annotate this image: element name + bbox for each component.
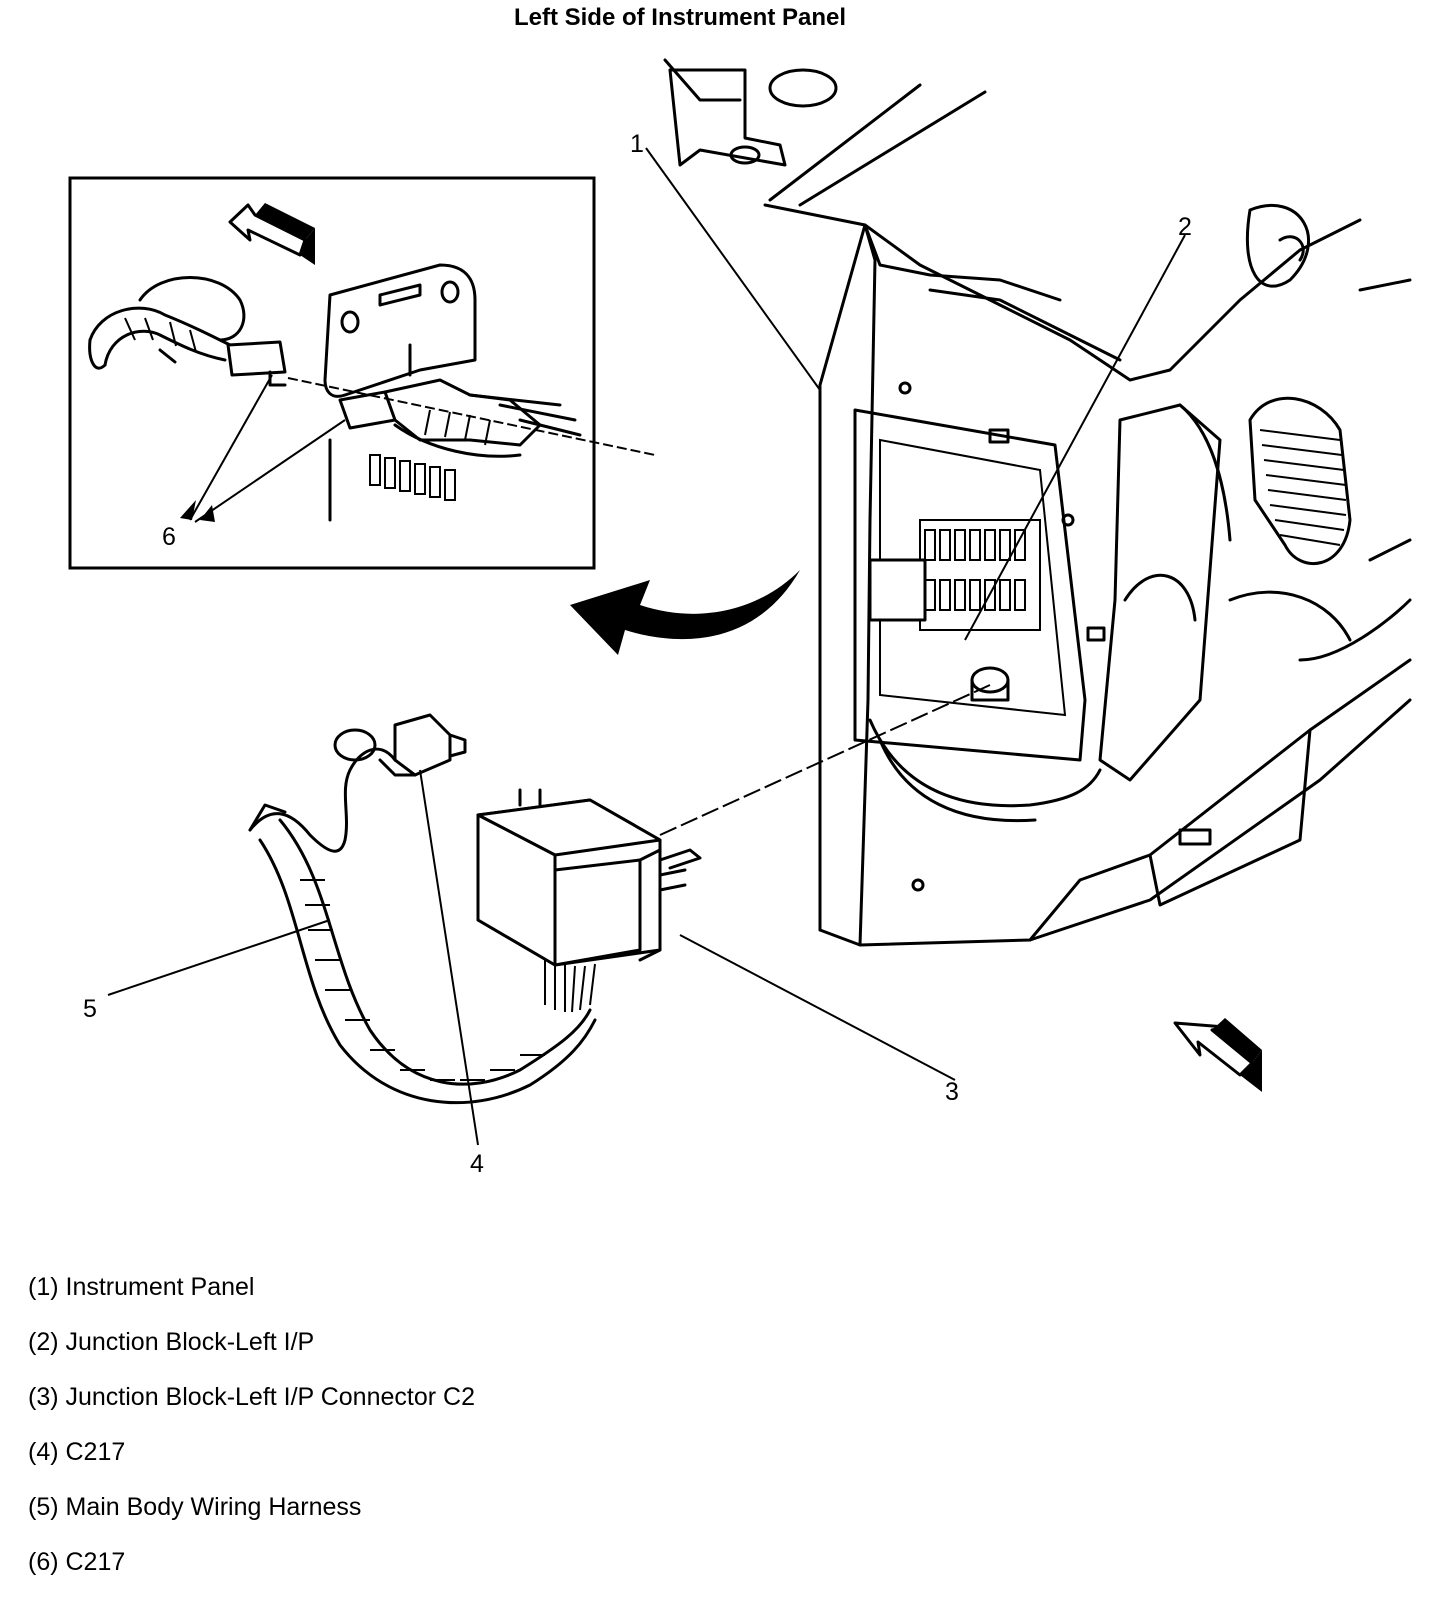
legend-item: (6) C217 bbox=[28, 1548, 126, 1576]
callout-1: 1 bbox=[630, 130, 644, 158]
air-vent-drawing bbox=[1248, 396, 1352, 566]
legend-item: (5) Main Body Wiring Harness bbox=[28, 1493, 362, 1521]
instrument-panel-drawing bbox=[663, 58, 1412, 947]
junction-block-connector-drawing bbox=[476, 788, 702, 1013]
view-direction-arrow-icon bbox=[228, 203, 315, 265]
callout-6: 6 bbox=[162, 523, 176, 551]
wiring-harness-drawing bbox=[248, 713, 597, 1105]
callout-2: 2 bbox=[1178, 213, 1192, 241]
callout-3: 3 bbox=[945, 1078, 959, 1106]
legend-item: (3) Junction Block-Left I/P Connector C2 bbox=[28, 1383, 475, 1411]
legend-item: (2) Junction Block-Left I/P bbox=[28, 1328, 315, 1356]
legend-list: (1) Instrument Panel (2) Junction Block-… bbox=[28, 1272, 475, 1602]
diagram-title: Left Side of Instrument Panel bbox=[513, 4, 847, 31]
fuse-block-drawing bbox=[868, 519, 1041, 702]
view-direction-arrow-icon bbox=[1173, 1018, 1262, 1092]
curved-arrow-icon bbox=[570, 570, 800, 655]
legend-item: (4) C217 bbox=[28, 1438, 126, 1466]
detail-inset bbox=[68, 176, 596, 570]
legend-item: (1) Instrument Panel bbox=[28, 1273, 255, 1301]
callout-4: 4 bbox=[470, 1150, 484, 1178]
callout-5: 5 bbox=[83, 995, 97, 1023]
leader-lines bbox=[107, 147, 1186, 1146]
instrument-panel-figure: 1 2 3 4 5 6 bbox=[68, 58, 1412, 1178]
